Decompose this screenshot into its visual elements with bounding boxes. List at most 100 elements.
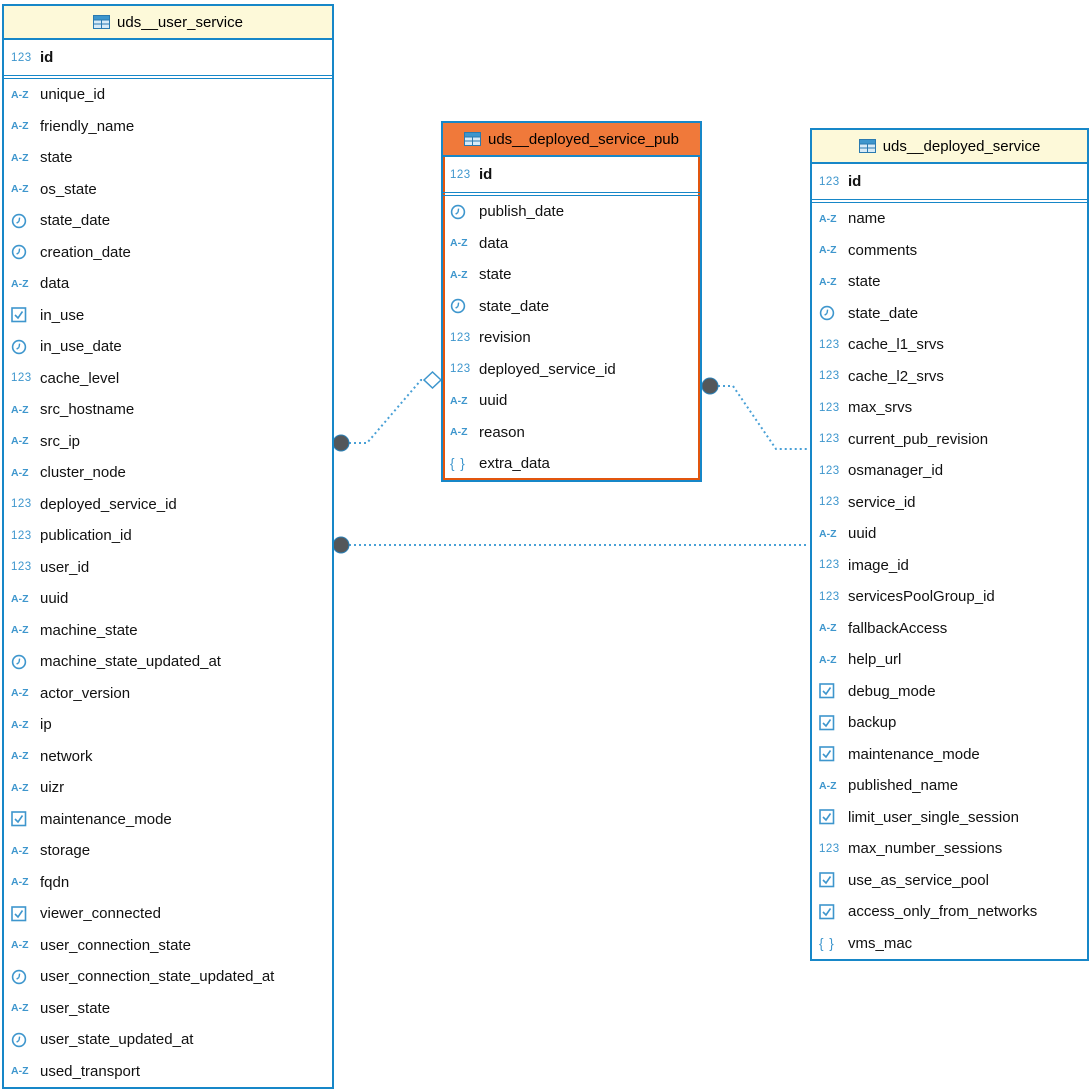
column-row[interactable]: user_connection_state_updated_at [4, 961, 332, 993]
column-row[interactable]: state_date [443, 291, 700, 323]
column-row[interactable]: { }vms_mac [812, 928, 1087, 960]
relationship-user-service-to-deployed-service[interactable] [332, 536, 808, 554]
column-row[interactable]: in_use_date [4, 331, 332, 363]
column-row[interactable]: machine_state_updated_at [4, 646, 332, 678]
column-row[interactable]: viewer_connected [4, 898, 332, 930]
column-row[interactable]: debug_mode [812, 676, 1087, 708]
entity-header[interactable]: uds__user_service [4, 6, 332, 40]
relationship-user-service-to-deployed-service-pub[interactable] [332, 370, 443, 452]
number-type-icon: 123 [819, 496, 840, 509]
column-row[interactable]: publish_date [443, 196, 700, 228]
column-row[interactable]: { }extra_data [443, 448, 700, 480]
column-row[interactable]: backup [812, 707, 1087, 739]
column-name: published_name [848, 777, 959, 795]
boolean-type-icon [819, 872, 848, 888]
relationship-deployed-service-pub-to-deployed-service[interactable] [701, 377, 808, 450]
text-type-icon: A-Z [819, 244, 837, 257]
column-row[interactable]: A-Z uuid [812, 518, 1087, 550]
column-name: image_id [848, 556, 909, 574]
column-name: max_number_sessions [848, 840, 1003, 858]
column-row[interactable]: use_as_service_pool [812, 865, 1087, 897]
table-icon [858, 139, 876, 153]
text-type-icon: A-Z [11, 687, 29, 700]
column-row[interactable]: in_use [4, 300, 332, 332]
connector-dot-icon [332, 434, 350, 452]
column-row[interactable]: state_date [812, 298, 1087, 330]
column-name: uuid [848, 525, 877, 543]
column-row[interactable]: creation_date [4, 237, 332, 269]
column-row[interactable]: limit_user_single_session [812, 802, 1087, 834]
entity-header[interactable]: uds__deployed_service_pub [443, 123, 700, 157]
boolean-type-icon [11, 905, 40, 922]
column-row[interactable]: state_date [4, 205, 332, 237]
number-type-icon: 123 [819, 175, 840, 188]
column-row[interactable]: maintenance_mode [4, 804, 332, 836]
column-row[interactable]: user_state_updated_at [4, 1024, 332, 1056]
number-type-icon: 123 [819, 338, 840, 351]
number-type-icon: 123 [11, 498, 32, 511]
date-type-icon [11, 339, 40, 355]
boolean-type-icon [11, 811, 40, 827]
column-row[interactable]: access_only_from_networks [812, 896, 1087, 928]
boolean-type-icon [819, 809, 848, 825]
table-icon [93, 15, 111, 29]
column-name: reason [479, 423, 525, 441]
entity-header[interactable]: uds__deployed_service [812, 130, 1087, 164]
text-type-icon: A-Z [11, 876, 29, 889]
column-name: user_connection_state_updated_at [40, 968, 275, 986]
column-row[interactable]: maintenance_mode [812, 739, 1087, 771]
connector-dot-icon [701, 377, 719, 395]
text-type-icon: A-Z [819, 527, 837, 540]
